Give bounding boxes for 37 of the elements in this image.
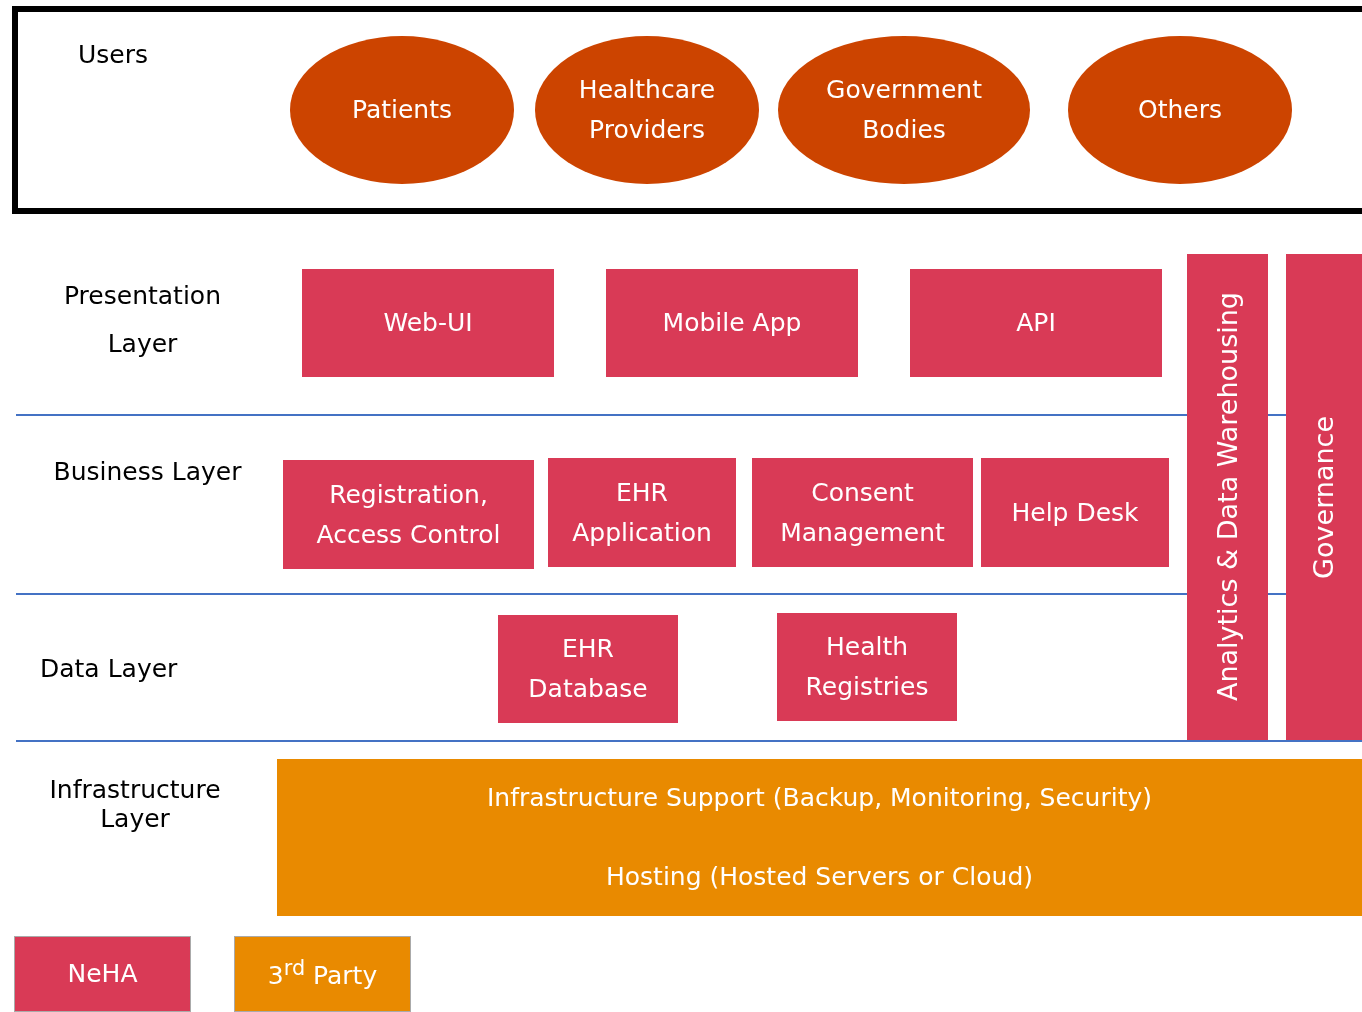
bar-label: Hosting (Hosted Servers or Cloud) (605, 860, 1033, 893)
vertical-bar (1187, 254, 1268, 740)
box-label: Registration, Access Control (315, 478, 502, 551)
layer-label: Presentation Layer (63, 280, 222, 360)
vertical-bar (1286, 254, 1362, 740)
legend-label: 3$^{rd}$ Party (267, 954, 378, 993)
box-label: Others (1137, 94, 1223, 126)
bar-label: Infrastructure Support (Backup, Monitoring, Security) (486, 782, 1153, 815)
layer-label: Business Layer (52, 456, 243, 488)
box-label: EHR Database (527, 633, 649, 705)
box-label: Mobile App (661, 307, 803, 339)
layer-label: Infrastructure Layer (48, 776, 222, 834)
box-label: EHR Application (571, 476, 713, 549)
component-box (302, 269, 554, 377)
component-box (498, 615, 678, 723)
box-label: Help Desk (1010, 496, 1140, 529)
component-box (606, 269, 858, 377)
box-label: Patients (350, 94, 454, 126)
panel-title: Users (78, 40, 148, 70)
box-label: Healthcare Providers (577, 74, 717, 146)
component-box (910, 269, 1162, 377)
component-box (548, 458, 736, 567)
box-label: Web-UI (382, 307, 474, 339)
component-box (283, 460, 534, 569)
component-box (752, 458, 973, 567)
legend-label: NeHA (67, 958, 138, 990)
layer-label: Data Layer (40, 653, 178, 685)
component-box (981, 458, 1169, 567)
box-label: API (1015, 307, 1057, 339)
infrastructure-bar (277, 759, 1362, 916)
bar-label: Governance (1307, 415, 1341, 579)
box-label: Consent Management (779, 476, 946, 549)
bar-label: Analytics & Data Warehousing (1210, 292, 1244, 702)
box-label: Government Bodies (825, 74, 983, 146)
users-panel (12, 6, 1362, 214)
component-box (777, 613, 957, 721)
box-label: Health Registries (804, 631, 930, 703)
